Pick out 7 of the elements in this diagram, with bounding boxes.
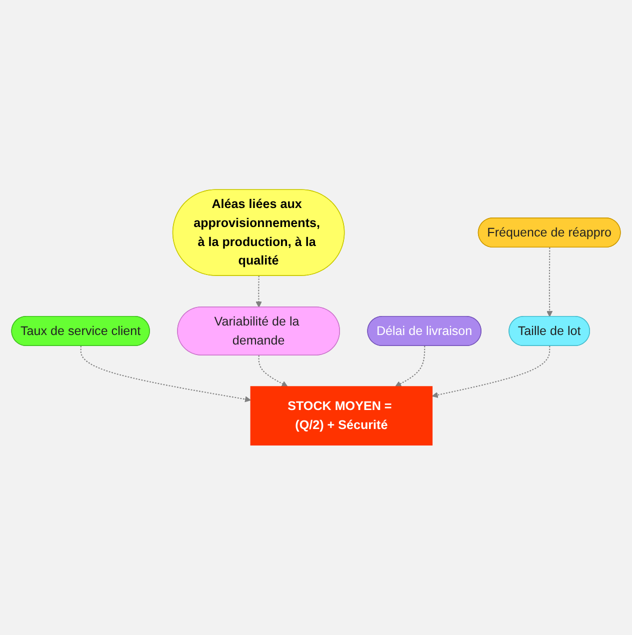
arrow	[395, 346, 426, 387]
arrow	[432, 346, 550, 398]
arrow	[256, 276, 262, 308]
node-box: STOCK MOYEN = (Q/2) + Sécurité	[250, 386, 433, 446]
arrow	[80, 346, 251, 402]
arrow	[258, 356, 288, 387]
arrow	[546, 248, 553, 318]
